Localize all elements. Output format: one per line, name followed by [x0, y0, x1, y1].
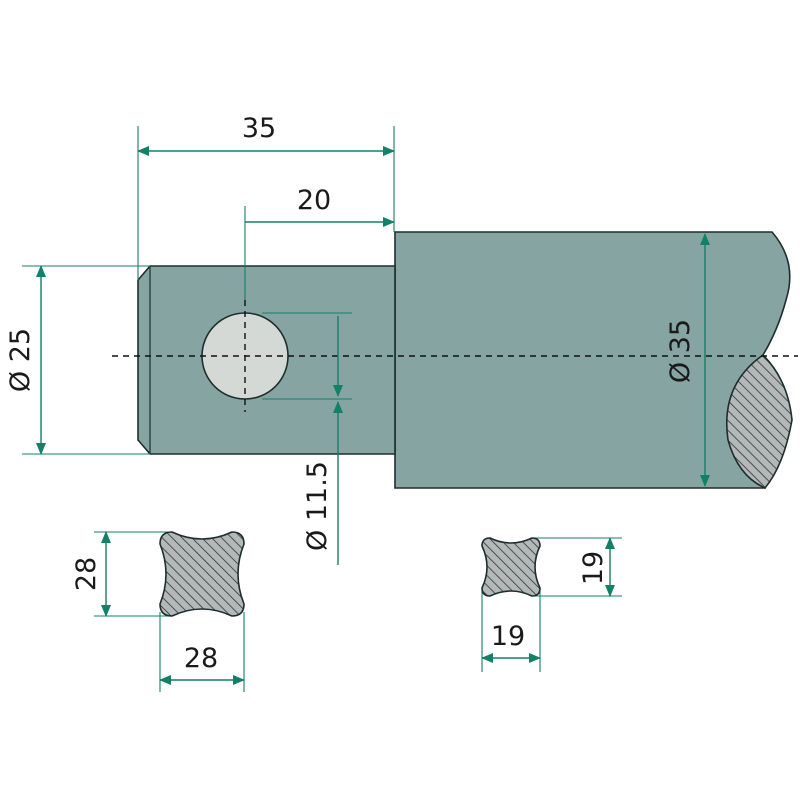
- dim-profile-large-height: 28: [71, 557, 102, 591]
- dim-large-diameter: Ø 35: [665, 319, 696, 383]
- dim-profile-small-height: 19: [578, 551, 609, 585]
- profile-small: [481, 537, 541, 597]
- dim-small-diameter: Ø 25: [5, 328, 36, 392]
- dim-overall-length: 35: [242, 113, 276, 144]
- profile-large: [159, 531, 245, 617]
- dim-hole-offset: 20: [297, 185, 331, 216]
- dimension-lines: [36, 146, 710, 685]
- dim-profile-large-width: 28: [184, 643, 218, 674]
- shaft-break-section: [725, 353, 793, 489]
- dim-profile-small-width: 19: [491, 621, 525, 652]
- dim-hole-diameter: Ø 11.5: [302, 461, 333, 551]
